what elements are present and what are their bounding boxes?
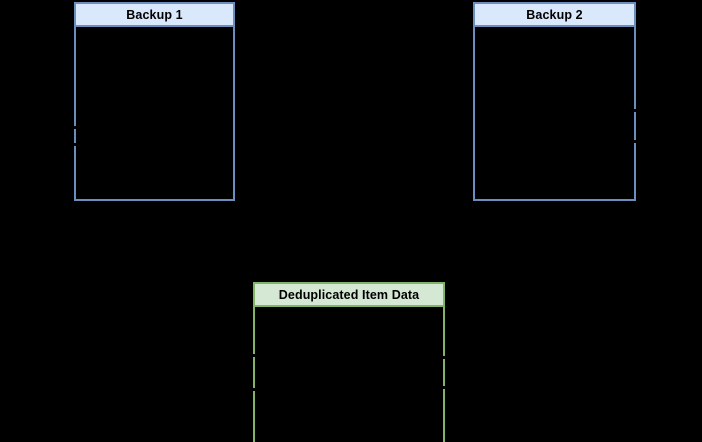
node-dedup-connector-notch-right-1 bbox=[441, 356, 445, 359]
node-deduplicated-item-data[interactable]: Deduplicated Item Data bbox=[253, 282, 445, 442]
node-backup-1-connector-notch-2 bbox=[74, 143, 78, 146]
node-dedup-connector-notch-right-2 bbox=[441, 386, 445, 389]
node-deduplicated-item-data-body bbox=[255, 307, 443, 442]
node-backup-2-title: Backup 2 bbox=[475, 4, 634, 27]
node-dedup-connector-notch-left-2 bbox=[253, 388, 257, 391]
node-deduplicated-item-data-title: Deduplicated Item Data bbox=[255, 284, 443, 307]
node-dedup-connector-notch-left-1 bbox=[253, 354, 257, 357]
node-backup-2-connector-notch-1 bbox=[632, 109, 636, 112]
node-backup-1-connector-notch-1 bbox=[74, 126, 78, 129]
node-backup-2[interactable]: Backup 2 bbox=[473, 2, 636, 201]
node-backup-2-connector-notch-2 bbox=[632, 140, 636, 143]
node-backup-2-body bbox=[475, 27, 634, 199]
node-backup-1-title: Backup 1 bbox=[76, 4, 233, 27]
node-backup-1-body bbox=[76, 27, 233, 199]
node-backup-1[interactable]: Backup 1 bbox=[74, 2, 235, 201]
